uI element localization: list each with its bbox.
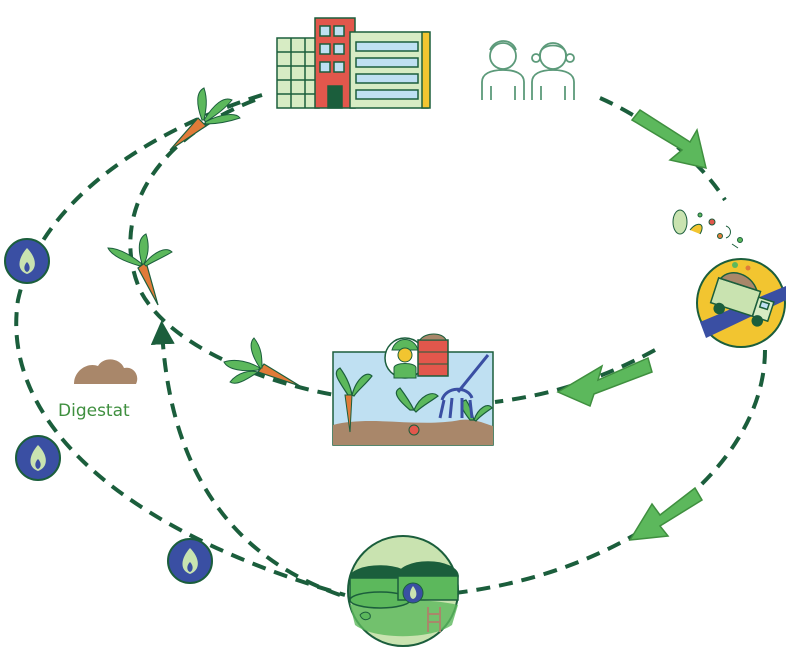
- biogas-flame-icon: [15, 435, 61, 481]
- biogas-flame-icon: [4, 238, 50, 284]
- office-building-icon: [276, 17, 431, 109]
- food-waste-icon: [672, 209, 743, 249]
- collection-truck-icon: [696, 258, 786, 348]
- flow-arrows: [556, 109, 708, 541]
- right-side-path: [454, 349, 767, 595]
- top-right-path: [599, 96, 727, 202]
- carrot-icon: [169, 87, 241, 151]
- carrot-icon: [223, 337, 301, 387]
- digestate-pile-icon: [74, 359, 138, 384]
- arrow-people-to-waste: [630, 109, 708, 169]
- biogas-flame-icon: [167, 538, 213, 584]
- field-farmer-icon: [332, 333, 494, 446]
- digestate-label: Digestat: [58, 401, 130, 421]
- truck-to-field-path: [494, 348, 656, 404]
- plant-to-carrot-path: [150, 320, 341, 597]
- arrow-truck-to-plant: [628, 486, 704, 541]
- people-icon: [481, 40, 575, 100]
- outer-left-path: [14, 93, 346, 597]
- carrot-icon: [107, 233, 173, 306]
- biogas-plant-icon: [347, 535, 459, 647]
- inner-left-path: [128, 98, 336, 397]
- arrow-truck-to-field: [556, 356, 653, 408]
